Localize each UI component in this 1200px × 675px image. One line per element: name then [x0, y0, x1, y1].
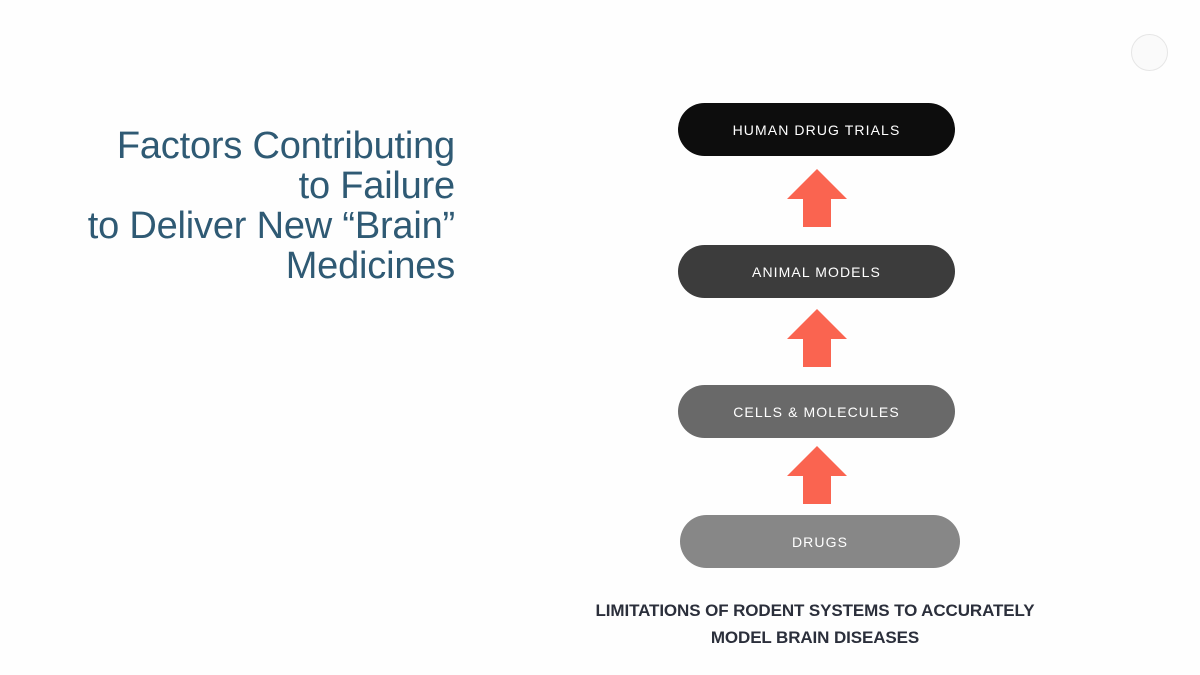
- stage-label-human-drug-trials: HUMAN DRUG TRIALS: [732, 121, 901, 138]
- stage-animal-models[interactable]: ANIMAL MODELS: [678, 245, 955, 298]
- arrow-up-to-human-drug-trials-icon: [786, 168, 848, 228]
- stage-label-animal-models: ANIMAL MODELS: [752, 263, 881, 280]
- title-line-1: Factors Contributing: [116, 125, 455, 167]
- stage-label-drugs: DRUGS: [791, 533, 849, 550]
- circle-decoration-icon: [1131, 34, 1168, 71]
- stage-label-cells-and-molecules: CELLS & MOLECULES: [733, 403, 900, 420]
- title-line-2: to Failure: [298, 165, 456, 207]
- title-line-4: Medicines: [285, 245, 455, 287]
- stage-cells-and-molecules[interactable]: CELLS & MOLECULES: [678, 385, 955, 438]
- stage-drugs[interactable]: DRUGS: [680, 515, 960, 568]
- stage-human-drug-trials[interactable]: HUMAN DRUG TRIALS: [678, 103, 955, 156]
- diagram-caption: LIMITATIONS OF RODENT SYSTEMS TO ACCURAT…: [515, 597, 1115, 651]
- caption-line-2: MODEL BRAIN DISEASES: [710, 628, 920, 647]
- slide-title: Factors Contributing to Failure to Deliv…: [40, 126, 455, 286]
- title-line-3: to Deliver New “Brain”: [87, 205, 455, 247]
- arrow-up-to-animal-models-icon: [786, 308, 848, 368]
- drug-development-stack-diagram: HUMAN DRUG TRIALS ANIMAL MODELS CELLS & …: [655, 100, 985, 580]
- arrow-up-to-cells-and-molecules-icon: [786, 445, 848, 505]
- caption-line-1: LIMITATIONS OF RODENT SYSTEMS TO ACCURAT…: [595, 601, 1035, 620]
